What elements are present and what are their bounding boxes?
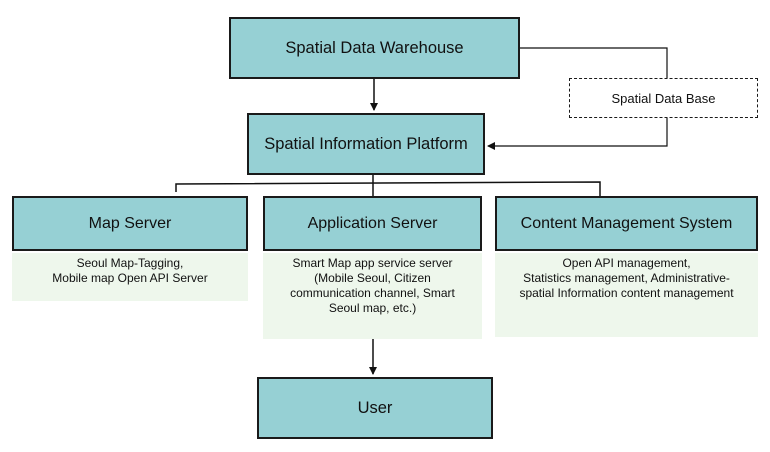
app-server-desc-line: communication channel, Smart <box>290 286 455 300</box>
map-server-node: Map Server <box>12 196 248 251</box>
arrow-database-to-platform <box>487 118 668 150</box>
application-server-description: Smart Map app service server (Mobile Seo… <box>263 253 482 339</box>
map-server-description: Seoul Map-Tagging, Mobile map Open API S… <box>12 253 248 301</box>
bus-line <box>175 181 601 196</box>
content-management-system-label: Content Management System <box>520 214 733 232</box>
map-server-desc-line: Seoul Map-Tagging, <box>76 256 184 270</box>
cms-desc-line: spatial Information content management <box>519 286 734 300</box>
app-server-desc-line: Seoul map, etc.) <box>328 301 417 315</box>
user-label: User <box>357 398 393 417</box>
spatial-information-platform-label: Spatial Information Platform <box>264 134 468 153</box>
content-management-system-description: Open API management, Statistics manageme… <box>495 253 758 337</box>
user-node: User <box>257 377 493 439</box>
spatial-data-warehouse-label: Spatial Data Warehouse <box>285 38 464 57</box>
content-management-system-node: Content Management System <box>495 196 758 251</box>
spatial-data-base-label: Spatial Data Base <box>611 90 716 106</box>
application-server-node: Application Server <box>263 196 482 251</box>
spatial-information-platform-node: Spatial Information Platform <box>247 113 485 175</box>
cms-desc-line: Open API management, <box>562 256 691 270</box>
spatial-data-warehouse-node: Spatial Data Warehouse <box>229 17 520 79</box>
application-server-label: Application Server <box>307 214 438 232</box>
app-server-desc-line: Smart Map app service server <box>292 256 453 270</box>
cms-desc-line: Statistics management, Administrative- <box>523 271 730 285</box>
line-warehouse-to-database <box>520 47 668 78</box>
spatial-data-base-node: Spatial Data Base <box>569 78 758 118</box>
app-server-desc-line: (Mobile Seoul, Citizen <box>314 271 431 285</box>
map-server-desc-line: Mobile map Open API Server <box>52 271 208 285</box>
map-server-label: Map Server <box>88 214 172 232</box>
